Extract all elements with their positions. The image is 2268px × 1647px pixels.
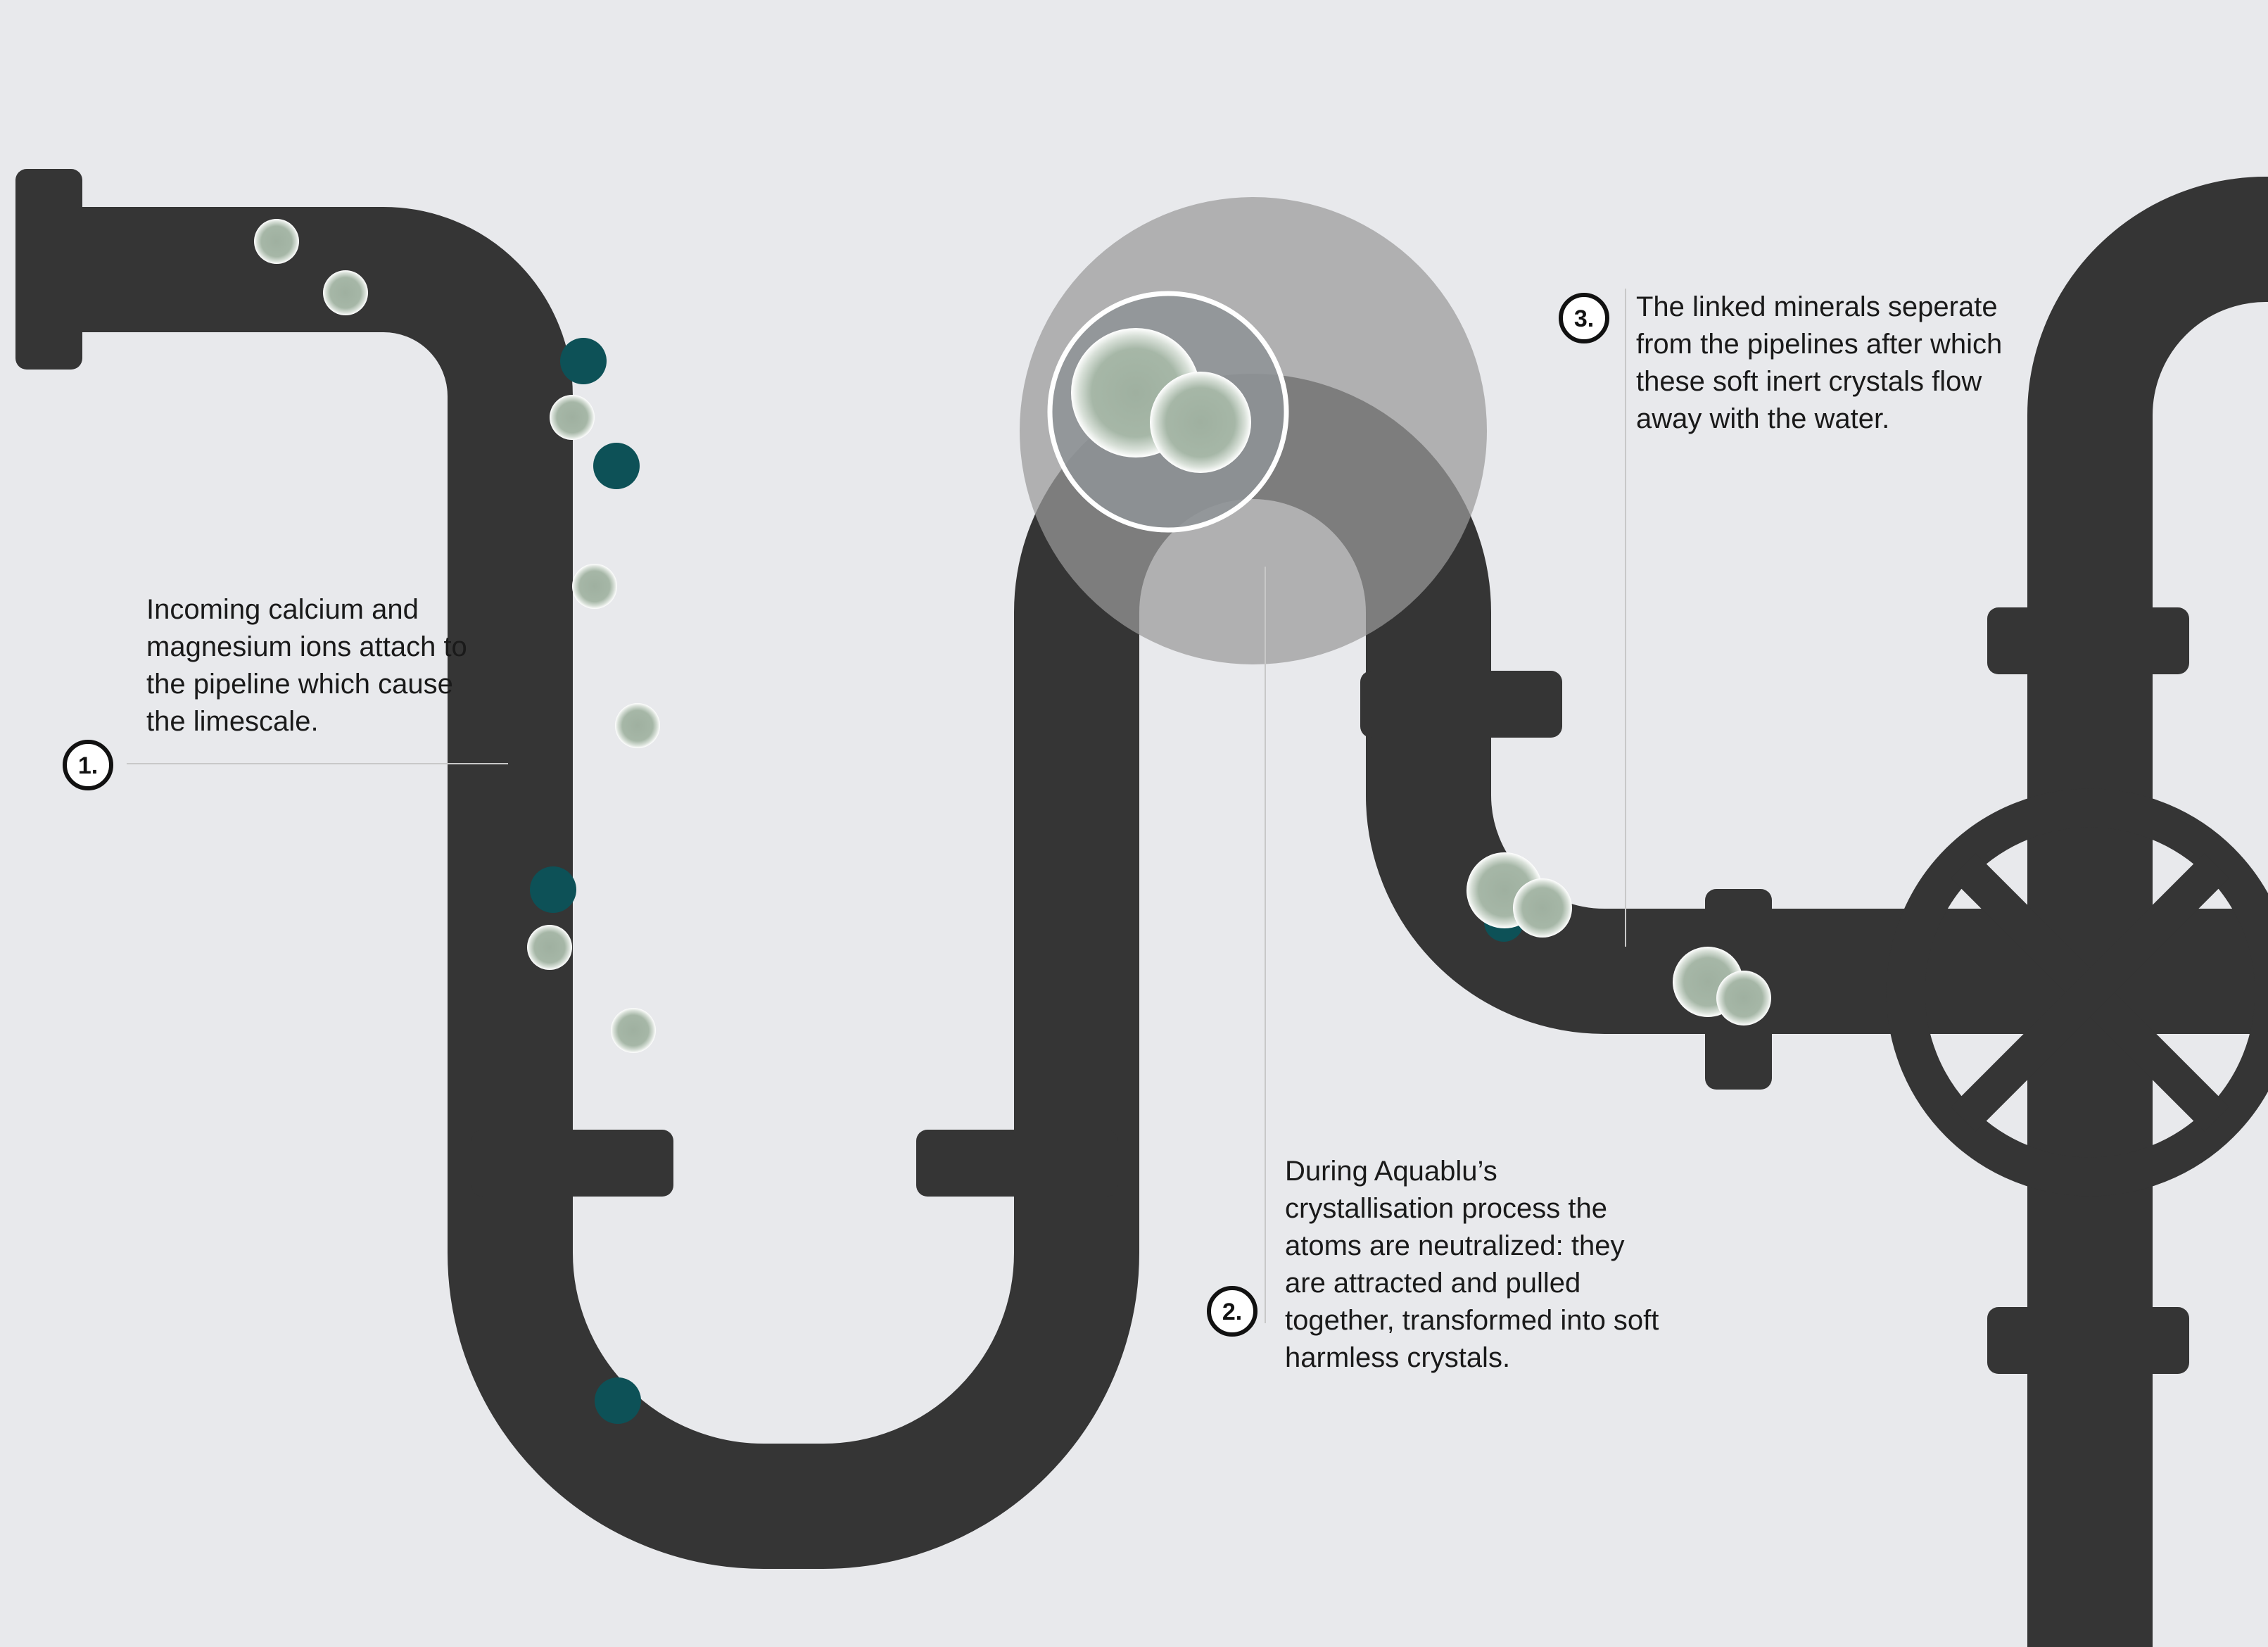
step-3-text: The linked minerals seperate from the pi… [1636,291,2003,434]
riser-flange-bottom [1987,1307,2189,1374]
valve-wheel-icon [1886,788,2268,1197]
crystal [1513,878,1572,938]
step-badge-2: 2. [1207,1286,1257,1337]
step-badge-1: 1. [63,740,113,790]
ion-light [550,395,595,440]
ion-light [527,925,572,970]
ions [254,219,1771,1424]
ion-light [615,703,660,748]
main-pipe [67,207,2268,1569]
ion-dark [560,338,607,384]
step-2-text: During Aquablu’s crystallisation process… [1285,1156,1659,1373]
riser-flange-top [1987,607,2189,674]
step-number-1: 1. [78,752,98,779]
riser-pipe [2027,177,2268,1647]
crystal [1150,372,1251,473]
ion-light [323,270,368,315]
arch-flange [1360,671,1562,738]
ion-dark [530,866,576,913]
ion-dark [595,1377,641,1424]
step-1-text: Incoming calcium and magnesium ions atta… [146,594,467,737]
ion-light [254,219,299,264]
middle-pipe-flange [916,1130,1118,1197]
crystal [1716,971,1771,1026]
ion-light [572,564,617,609]
inlet-flange [15,169,82,370]
step-number-3: 3. [1574,305,1594,332]
step-number-2: 2. [1222,1299,1242,1325]
ion-dark [593,443,640,489]
left-pipe-flange [471,1130,673,1197]
ion-light [611,1008,656,1053]
step-badge-3: 3. [1559,293,1609,343]
